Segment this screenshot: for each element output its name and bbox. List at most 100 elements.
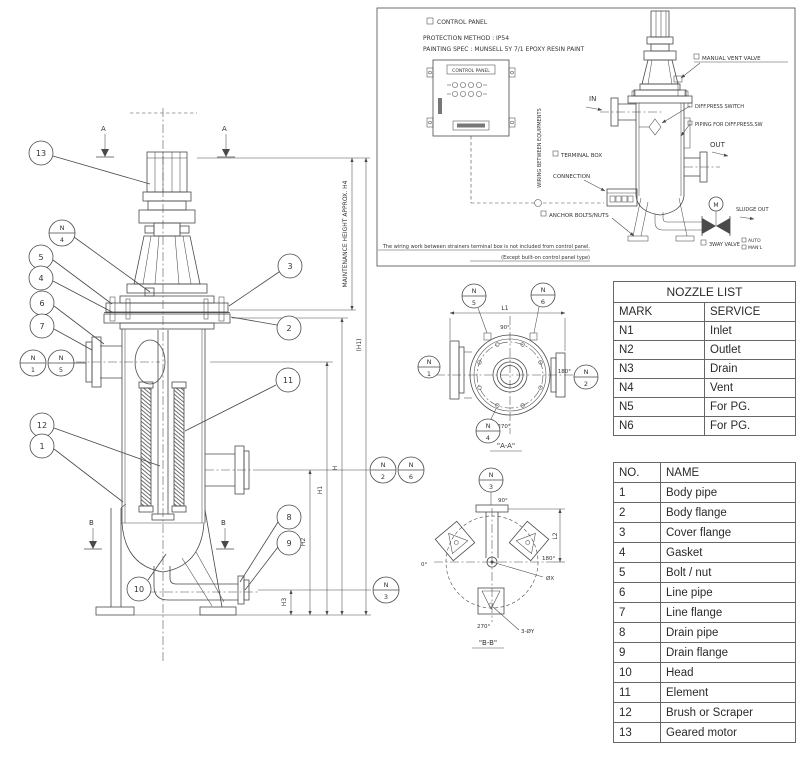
checkbox-3way-valve	[700, 239, 707, 246]
dim-l2-label: L2	[552, 532, 559, 539]
balloon-8: 8	[276, 504, 302, 530]
svg-text:N: N	[489, 471, 494, 479]
bottom-head	[121, 522, 205, 573]
part-name: Head	[660, 662, 796, 683]
svg-text:3: 3	[489, 483, 493, 491]
section-letter: B	[221, 519, 226, 527]
svg-text:13: 13	[36, 149, 46, 158]
connection-label: CONNECTION	[553, 174, 590, 180]
nozzle-mark: N6	[613, 416, 705, 436]
deg90-label: 90°	[498, 498, 508, 504]
motor-valve-label: M	[713, 202, 718, 209]
part-no: 9	[613, 642, 661, 663]
svg-text:N: N	[584, 368, 589, 376]
svg-text:N: N	[427, 358, 432, 366]
checkbox-terminal-box	[552, 150, 559, 157]
svg-text:N: N	[31, 354, 36, 362]
auto-option-label: AUTO	[748, 238, 761, 244]
part-name: Line flange	[660, 602, 796, 623]
balloon-9: 9	[276, 530, 302, 556]
svg-text:1: 1	[427, 370, 431, 378]
painting-spec-label: PAINTING SPEC : MUNSELL 5Y 7/1 EPOXY RES…	[423, 46, 584, 53]
svg-text:N: N	[60, 224, 65, 232]
nozzle-service: For PG.	[704, 397, 796, 417]
nozzle-service: Drain	[704, 359, 796, 379]
svg-text:9: 9	[286, 539, 291, 548]
nozzle-mark: N2	[613, 340, 705, 360]
balloon-13: 13	[28, 140, 54, 166]
balloon-11: 11	[275, 367, 301, 393]
deg0-label: 0°	[421, 562, 427, 568]
part-name: Drain flange	[660, 642, 796, 663]
svg-text:4: 4	[486, 434, 490, 442]
terminal-box-label: TERMINAL BOX	[560, 153, 602, 159]
checkbox-manual-vent-valve	[693, 53, 700, 60]
svg-text:N: N	[59, 354, 64, 362]
svg-text:N: N	[381, 461, 386, 469]
sludge-out-label: SLUDGE OUT	[736, 207, 769, 213]
balloon-12: 12	[29, 412, 55, 438]
part-no: 10	[613, 662, 661, 683]
diff-press-switch-label: DIFF.PRESS SWITCH	[695, 104, 744, 110]
part-no: 12	[613, 702, 661, 723]
bracket-left	[434, 520, 476, 562]
dim-h1-label: H1	[317, 486, 324, 495]
deg180-label: 180°	[542, 556, 555, 562]
parts-col-no: NO.	[613, 462, 661, 483]
inset-panel-box: CONTROL PANEL PROTECTION METHOD : IP54 P…	[376, 7, 796, 267]
svg-text:2: 2	[584, 380, 588, 388]
checkbox-auto	[741, 237, 747, 243]
balloon-n1-aa: N1	[417, 355, 441, 379]
in-label: IN	[589, 95, 596, 103]
height-dimensions: MAINTENANCE HEIGHT APPROX. H4 (H1) H H1 …	[134, 157, 371, 616]
nozzle-balloons: N4 N1 N5 N2 N6 N3	[19, 219, 425, 604]
balloon-n3-bb: N3	[478, 467, 504, 493]
section-bb-title: "B-B"	[479, 639, 497, 647]
section-aa-title: "A-A"	[497, 442, 515, 450]
balloon-1: 1	[29, 433, 55, 459]
terminal-box-drawing: TERMINAL BOX CONNECTION	[552, 150, 638, 207]
svg-text:7: 7	[39, 322, 44, 331]
balloon-n5: N5	[47, 349, 75, 377]
anchor-bolts-label: ANCHOR BOLTS/NUTS	[549, 213, 609, 219]
svg-text:4: 4	[38, 274, 43, 283]
balloon-n1: N1	[19, 349, 47, 377]
balloon-3: 3	[277, 253, 303, 279]
svg-text:11: 11	[283, 376, 293, 385]
nozzle-service: Vent	[704, 378, 796, 398]
balloon-10: 10	[126, 576, 152, 602]
out-label: OUT	[710, 141, 726, 149]
parts-col-name: NAME	[660, 462, 796, 483]
svg-text:1: 1	[31, 366, 35, 374]
balloon-2: 2	[276, 315, 302, 341]
part-no: 2	[613, 502, 661, 523]
deg180-label: 180°	[558, 369, 571, 375]
anchor-bolts-note: ANCHOR BOLTS/NUTS	[540, 210, 635, 237]
balloon-n4-aa: N4	[475, 418, 501, 444]
protection-method-label: PROTECTION METHOD : IP54	[423, 35, 509, 42]
nozzle-service: Inlet	[704, 321, 796, 341]
part-name: Body pipe	[660, 482, 796, 503]
part-name: Bolt / nut	[660, 562, 796, 583]
nozzle-mark: N3	[613, 359, 705, 379]
svg-text:5: 5	[38, 253, 43, 262]
bracket-right	[508, 520, 550, 562]
body-pipe	[121, 329, 206, 523]
control-panel-drawing: CONTROL PANEL	[426, 59, 516, 137]
svg-text:4: 4	[60, 236, 64, 244]
dim-l1-label: L1	[501, 305, 508, 312]
part-no: 5	[613, 562, 661, 583]
nozzle-service: Outlet	[704, 340, 796, 360]
panel-nameplate-label: CONTROL PANEL	[452, 68, 490, 74]
